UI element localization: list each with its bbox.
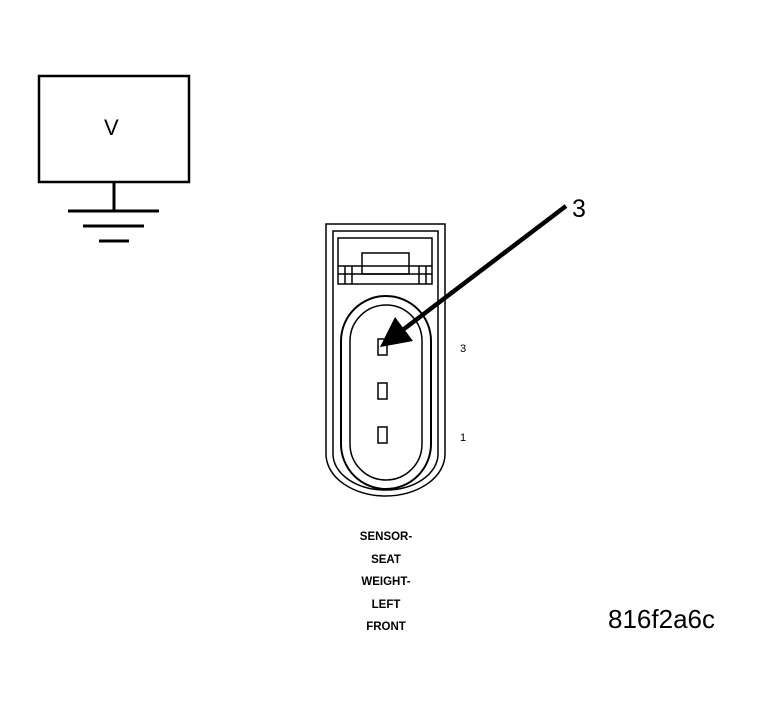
- connector-cavity-outer: [340, 295, 432, 490]
- caption-line: LEFT: [371, 598, 401, 611]
- caption-line: WEIGHT-: [361, 576, 411, 588]
- connector-outer-shell: [325, 223, 446, 497]
- connector-caption: SENSOR- SEAT WEIGHT- LEFT FRONT: [336, 526, 436, 639]
- callout-arrow: [380, 204, 568, 347]
- connector-latch: [361, 252, 410, 275]
- meter-label: V: [104, 115, 119, 140]
- figure-id: 816f2a6c: [608, 604, 715, 634]
- connector: [325, 223, 446, 497]
- connector-pin-3: [377, 338, 388, 356]
- ground-symbol: [68, 182, 159, 243]
- connector-pin-1: [377, 426, 388, 444]
- pin-label-bottom: 1: [460, 432, 467, 444]
- callout-number: 3: [572, 195, 586, 223]
- pin-label-top: 3: [460, 343, 467, 355]
- connector-cavity-inner: [349, 304, 423, 481]
- connector-pin-2: [377, 382, 388, 400]
- caption-line: SENSOR-: [359, 531, 413, 543]
- connector-latch-frame: [337, 237, 433, 285]
- caption-line: FRONT: [366, 621, 406, 633]
- caption-line: SEAT: [371, 553, 401, 566]
